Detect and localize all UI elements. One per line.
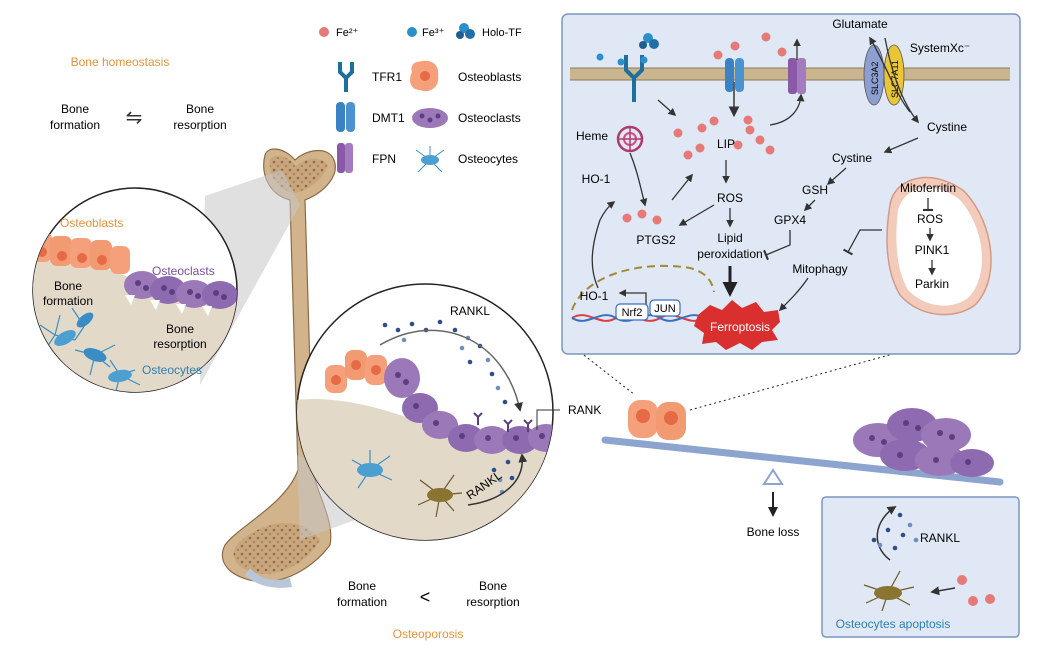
fpn-transporter [788,58,806,94]
systemxc-label: SystemXc⁻ [910,41,970,55]
homeo-formation-line1: Bone [61,102,89,116]
nucleus-envelope [571,264,715,311]
mid-rankl-top: RANKL [450,304,490,318]
dmt1-transporter [725,58,744,92]
glutamate-label: Glutamate [832,17,888,31]
circle-resorption-line2: resorption [153,337,206,351]
circle-resorption-line1: Bone [166,322,194,336]
osteoporosis-label: Osteoporosis [393,627,464,641]
legend-tfr1: TFR1 [372,70,402,84]
legend-osteoclasts: Osteoclasts [458,111,521,125]
heme-label: Heme [576,129,608,143]
dmt1-legend-icon [336,102,355,132]
legend-fe2: Fe²⁺ [336,27,359,39]
pink1-label: PINK1 [915,243,950,257]
apoptosis-rankl-dots [871,512,919,551]
zoom-cone-bottom [297,455,355,540]
mito-ros-label: ROS [917,212,943,226]
osteoclast-legend-icon [412,108,448,128]
ferroptosis-pathway-panel: SLC3A2 SLC7A11 Glutamate SystemXc⁻ Cysti… [561,13,1021,355]
osteo-resorption-line2: resorption [466,595,519,609]
circle-formation-line1: Bone [54,279,82,293]
rank-receptors [473,412,533,432]
legend: Fe²⁺ Fe³⁺ Holo-TF TFR1 DMT1 FPN Osteobla… [319,23,522,173]
circle-osteoblasts-label: Osteoblasts [60,216,123,230]
mid-osteoclasts [384,358,553,454]
lip-iron-pool [673,115,775,160]
equilibrium-arrows: ⇋ [126,107,143,129]
osteo-formation-line1: Bone [348,579,376,593]
cystine-1-label: Cystine [927,120,967,134]
lipid-line1: Lipid [717,231,742,245]
bone-homeostasis-title: Bone homeostasis [71,55,170,69]
legend-fpn: FPN [372,152,396,166]
homeo-resorption-line1: Bone [186,102,214,116]
osteoclast-row [124,271,237,316]
ho1-top-label: HO-1 [582,172,611,186]
gpx4-label: GPX4 [774,213,806,227]
ptgs2-label: PTGS2 [636,233,676,247]
nrf2-box [615,303,649,321]
heme-molecule [616,125,644,153]
ferroptosis-burst [694,300,780,350]
seesaw-osteoblasts [628,400,686,440]
ho1-bottom-label: HO-1 [580,289,609,303]
ferroptosis-label: Ferroptosis [710,320,770,334]
osteocyte-legend-icon [415,146,445,173]
mitophagy-label: Mitophagy [792,262,847,276]
apoptosis-rankl: RANKL [920,531,960,545]
homeo-resorption-line2: resorption [173,118,226,132]
osteo-formation-line2: formation [337,595,387,609]
homeostasis-zoom-circle: Osteoblasts Osteoclasts Bone formation B… [32,187,238,393]
osteoblast-legend-icon [410,60,439,92]
mid-rank-label: RANK [568,403,601,417]
circle-osteocytes-label: Osteocytes [142,363,202,377]
seesaw-osteoclasts [853,408,994,477]
legend-holo-tf: Holo-TF [482,27,522,39]
circle-formation-line2: formation [43,294,93,308]
dotted-connector [689,351,901,411]
fe3-legend-icon [407,27,417,37]
legend-dmt1: DMT1 [372,111,405,125]
ros-label: ROS [717,191,743,205]
legend-fe3: Fe³⁺ [422,27,445,39]
mitoferritin-label: Mitoferritin [900,181,956,195]
slc3a2-label: SLC3A2 [870,61,880,95]
tfr1-legend-icon [338,62,354,92]
osteoporosis-zoom-circle: RANKL RANKL RANK [296,283,601,541]
gsh-label: GSH [802,183,828,197]
mid-osteoblasts [325,350,387,393]
less-than-symbol: < [420,587,431,607]
lip-label: LIP [717,137,735,151]
legend-osteoblasts: Osteoblasts [458,70,521,84]
lipid-line2: peroxidation [697,247,762,261]
circle-osteoclasts-label: Osteoclasts [152,264,215,278]
jun-label: JUN [654,303,675,315]
holo-tf-legend-icon [456,23,475,39]
holo-tf-bound [639,33,659,49]
apoptosis-osteocyte [863,570,915,612]
cystine-2-label: Cystine [832,151,872,165]
fpn-legend-icon [337,143,353,173]
parkin-label: Parkin [915,277,949,291]
nrf2-label: Nrf2 [622,307,643,319]
balance-seesaw [601,400,1004,486]
legend-osteocytes: Osteocytes [458,152,518,166]
homeo-formation-line2: formation [50,118,100,132]
mitochondrion [886,176,992,316]
fe2-legend-icon [319,27,329,37]
osteocyte-apoptosis-panel: RANKL Osteocytes apoptosis [821,496,1020,638]
jun-box [649,299,681,317]
osteocytes-apoptosis-label: Osteocytes apoptosis [836,617,951,631]
osteo-resorption-line1: Bone [479,579,507,593]
bone-loss-label: Bone loss [747,525,800,539]
